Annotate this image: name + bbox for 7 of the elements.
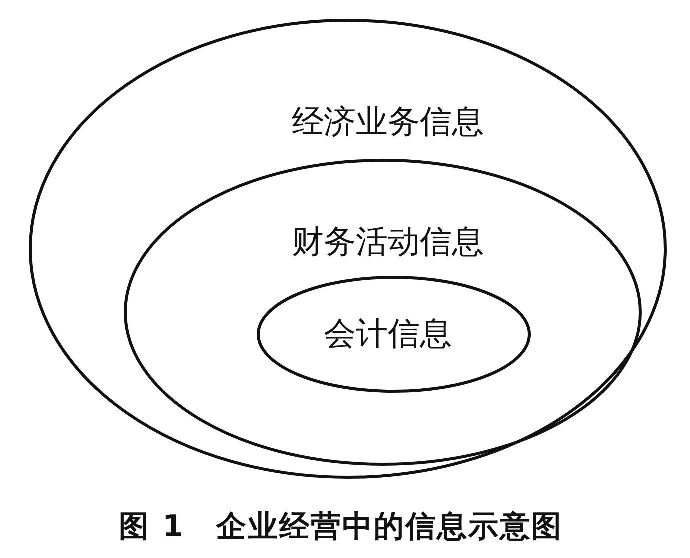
ellipse-region [257, 276, 531, 393]
ellipse-region [124, 159, 642, 466]
figure-caption: 图 1 企业经营中的信息示意图 [119, 510, 563, 544]
region-label: 财务活动信息 [292, 224, 484, 260]
ellipse-region [29, 19, 667, 479]
region-label: 经济业务信息 [292, 104, 484, 140]
region-label: 会计信息 [324, 316, 452, 352]
